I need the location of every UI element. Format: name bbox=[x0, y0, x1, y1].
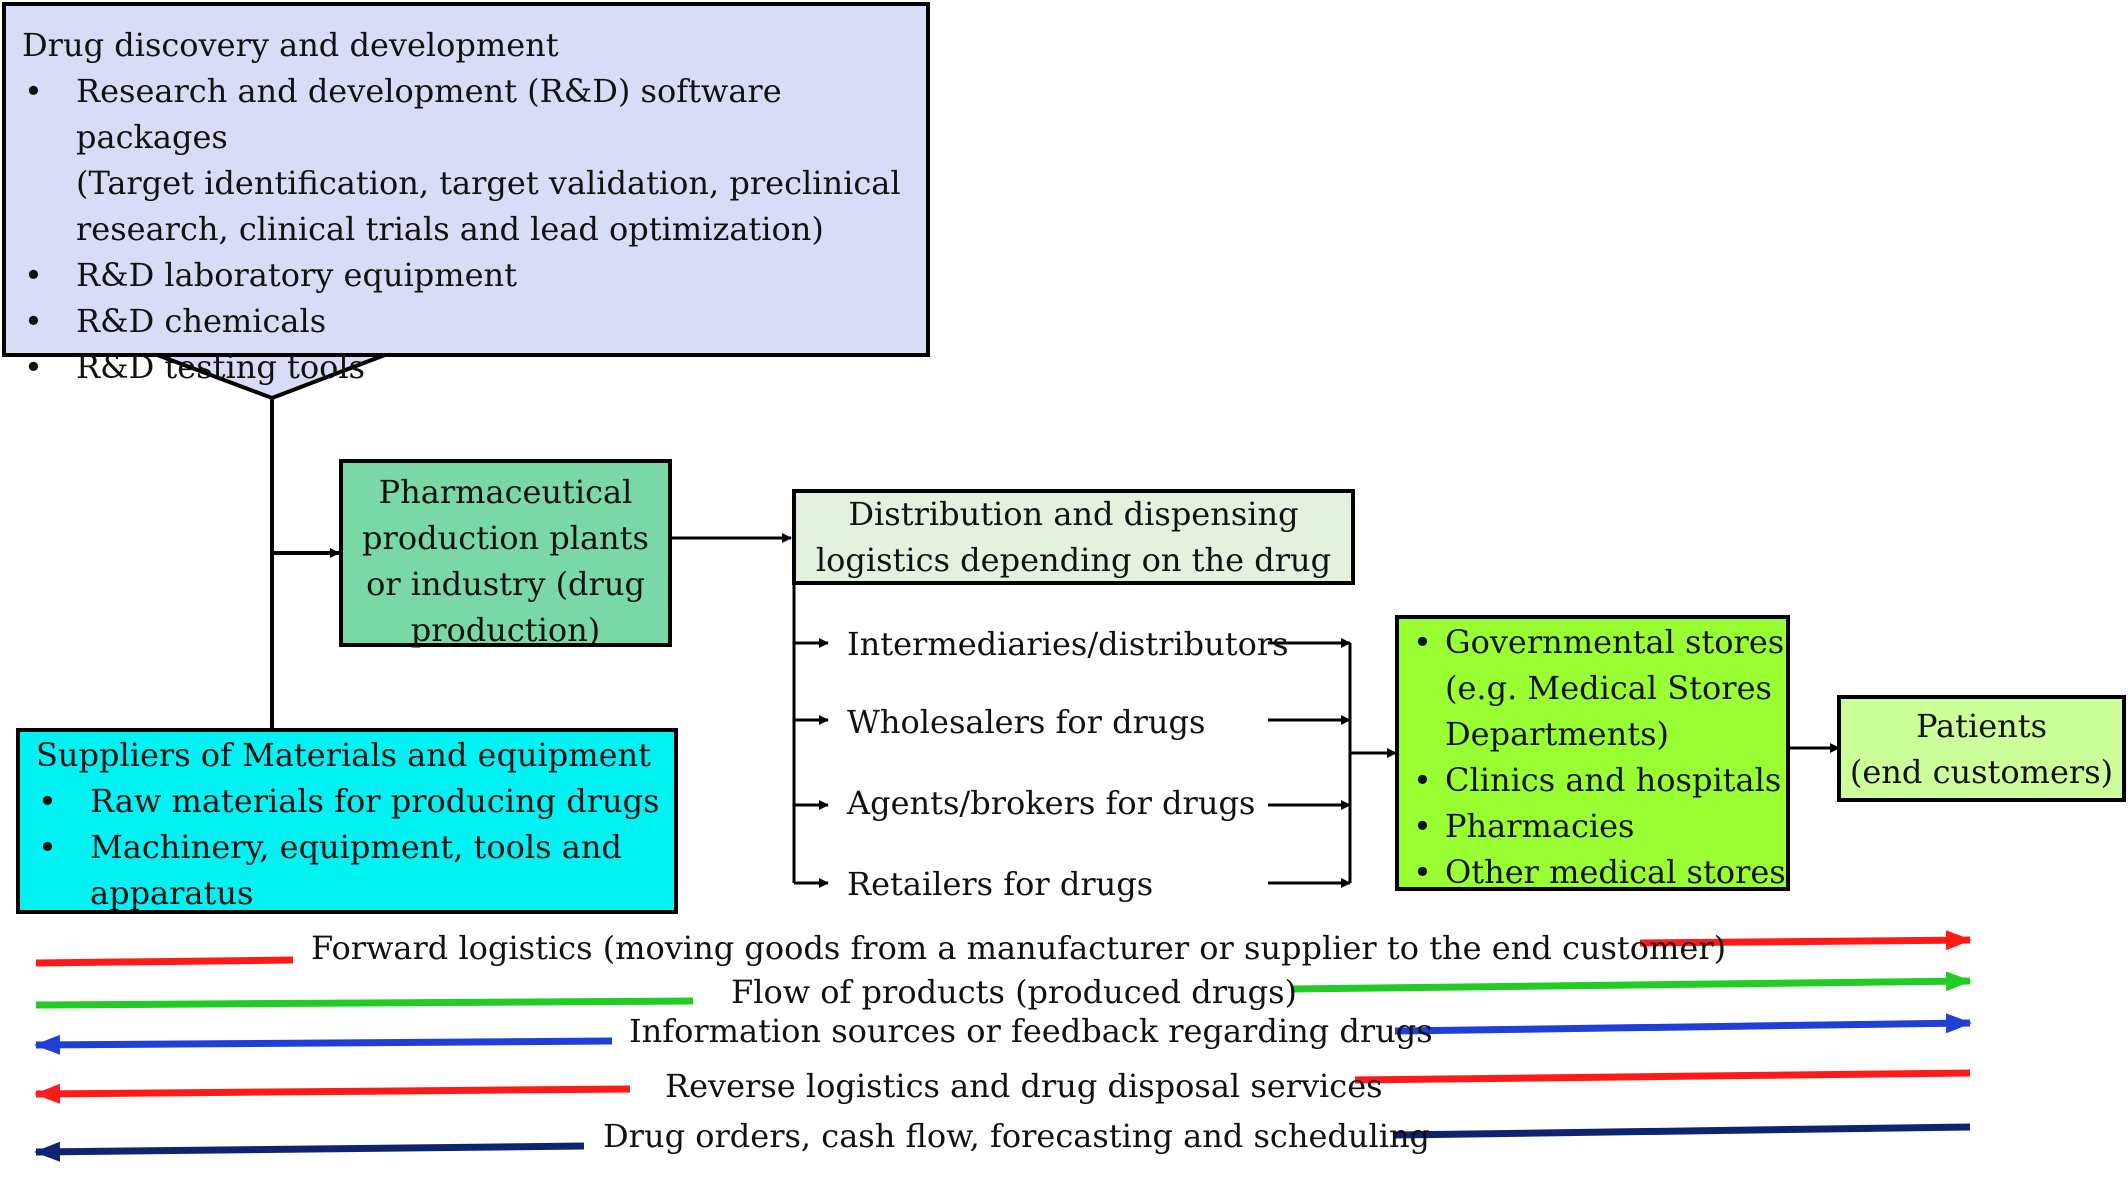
production-line: production plants bbox=[362, 519, 649, 557]
bullet-icon: • bbox=[1413, 807, 1432, 845]
bullet-icon: • bbox=[24, 302, 43, 340]
production-box: Pharmaceutical production plants or indu… bbox=[339, 459, 672, 649]
bullet-icon: • bbox=[1413, 853, 1432, 891]
bullet-icon: • bbox=[38, 782, 57, 820]
rnd-item-line: R&D laboratory equipment bbox=[76, 256, 518, 294]
rnd-item-list: • Research and development (R&D) softwar… bbox=[22, 68, 926, 390]
outlets-item-line: Governmental stores bbox=[1445, 623, 1785, 661]
patients-line: Patients bbox=[1915, 707, 2048, 745]
legend-line-right-2 bbox=[1394, 1013, 1972, 1035]
legend-line-left-3 bbox=[34, 1083, 631, 1104]
outlets-item-line: Clinics and hospitals bbox=[1445, 761, 1782, 799]
legend-label-information-feedback: Information sources or feedback regardin… bbox=[629, 1012, 1433, 1050]
legend-line-left-4 bbox=[34, 1141, 585, 1162]
rnd-item-software: • Research and development (R&D) softwar… bbox=[22, 68, 926, 252]
production-line: or industry (drug bbox=[366, 565, 645, 603]
outlets-item-list: • Governmental stores (e.g. Medical Stor… bbox=[1413, 619, 1786, 895]
outlets-item-clinics: • Clinics and hospitals bbox=[1413, 757, 1786, 803]
legend-line-right-3 bbox=[1354, 1069, 1971, 1084]
rnd-item-line: R&D testing tools bbox=[76, 348, 366, 386]
production-line: production) bbox=[410, 611, 601, 649]
patients-line: (end customers) bbox=[1849, 753, 2114, 791]
legend-label-drug-orders: Drug orders, cash flow, forecasting and … bbox=[603, 1117, 1431, 1155]
bullet-icon: • bbox=[24, 72, 43, 110]
legend-line-right-4 bbox=[1394, 1123, 1971, 1139]
bullet-icon: • bbox=[1413, 761, 1432, 799]
suppliers-item-line: Machinery, equipment, tools and bbox=[90, 828, 622, 866]
channel-wholesalers: Wholesalers for drugs bbox=[847, 703, 1206, 741]
legend-label-reverse-logistics: Reverse logistics and drug disposal serv… bbox=[665, 1067, 1383, 1105]
rnd-box-title: Drug discovery and development bbox=[22, 26, 559, 64]
legend-label-flow-of-products: Flow of products (produced drugs) bbox=[731, 973, 1297, 1011]
outlets-item-pharmacies: • Pharmacies bbox=[1413, 803, 1786, 849]
rnd-item-lab-equipment: • R&D laboratory equipment bbox=[22, 252, 926, 298]
suppliers-item-machinery: • Machinery, equipment, tools and appara… bbox=[36, 824, 660, 916]
production-line: Pharmaceutical bbox=[378, 473, 633, 511]
outlets-box: • Governmental stores (e.g. Medical Stor… bbox=[1395, 615, 1790, 891]
outlets-item-line: Departments) bbox=[1445, 715, 1669, 753]
suppliers-item-raw-materials: • Raw materials for producing drugs bbox=[36, 778, 660, 824]
legend-line-right-1 bbox=[1290, 971, 1972, 993]
rnd-box: Drug discovery and development • Researc… bbox=[2, 2, 930, 386]
rnd-item-line: (Target identification, target validatio… bbox=[76, 164, 901, 202]
bullet-icon: • bbox=[24, 256, 43, 294]
channel-agents: Agents/brokers for drugs bbox=[847, 784, 1256, 822]
suppliers-item-line: Raw materials for producing drugs bbox=[90, 782, 660, 820]
distribution-line: logistics depending on the drug bbox=[815, 541, 1332, 579]
rnd-item-line: R&D chemicals bbox=[76, 302, 327, 340]
legend-line-right-0 bbox=[1639, 930, 1972, 951]
outlets-item-line: (e.g. Medical Stores bbox=[1445, 669, 1772, 707]
suppliers-box: Suppliers of Materials and equipment • R… bbox=[16, 728, 678, 914]
legend-line-left-2 bbox=[34, 1034, 613, 1055]
suppliers-item-list: • Raw materials for producing drugs • Ma… bbox=[36, 778, 660, 916]
rnd-item-line: research, clinical trials and lead optim… bbox=[76, 210, 824, 248]
rnd-item-chemicals: • R&D chemicals bbox=[22, 298, 926, 344]
legend-line-left-1 bbox=[35, 997, 694, 1009]
outlets-item-governmental: • Governmental stores (e.g. Medical Stor… bbox=[1413, 619, 1786, 757]
outlets-item-line: Other medical stores bbox=[1445, 853, 1786, 891]
legend-flow-lines bbox=[34, 930, 1972, 1162]
channel-intermediaries: Intermediaries/distributors bbox=[847, 625, 1289, 663]
bullet-icon: • bbox=[1413, 623, 1432, 661]
bullet-icon: • bbox=[24, 348, 43, 386]
channel-retailers: Retailers for drugs bbox=[847, 865, 1154, 903]
suppliers-box-title: Suppliers of Materials and equipment bbox=[36, 736, 651, 774]
distribution-box: Distribution and dispensing logistics de… bbox=[792, 489, 1355, 585]
outlets-item-other: • Other medical stores bbox=[1413, 849, 1786, 895]
rnd-item-testing-tools: • R&D testing tools bbox=[22, 344, 926, 390]
patients-box: Patients (end customers) bbox=[1837, 695, 2126, 802]
legend-label-forward-logistics: Forward logistics (moving goods from a m… bbox=[311, 929, 1727, 967]
suppliers-item-line: apparatus bbox=[90, 874, 254, 912]
outlets-item-line: Pharmacies bbox=[1445, 807, 1635, 845]
distribution-line: Distribution and dispensing bbox=[848, 495, 1299, 533]
rnd-item-line: Research and development (R&D) software … bbox=[76, 72, 782, 156]
legend-line-left-0 bbox=[35, 956, 294, 967]
bullet-icon: • bbox=[38, 828, 57, 866]
